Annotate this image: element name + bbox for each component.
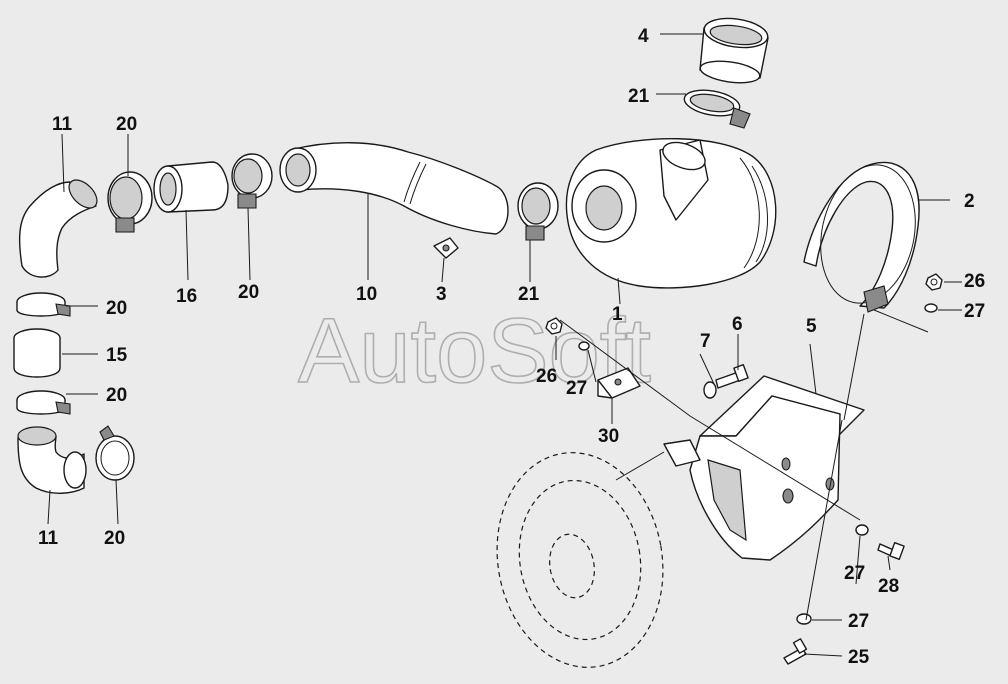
washer-27-center [578, 341, 590, 351]
washer-27-lower-2 [796, 613, 812, 625]
washer-27-right [924, 303, 938, 313]
label-28: 28 [878, 576, 899, 597]
clamp-21 [517, 182, 559, 241]
label-20-top-2: 20 [238, 282, 259, 303]
label-25: 25 [848, 647, 870, 668]
label-21-top: 21 [628, 86, 650, 107]
elbow-hose-lower [17, 426, 87, 494]
rubber-boot-4 [699, 17, 769, 84]
label-26-right: 26 [964, 271, 985, 292]
label-27-lower-1: 27 [844, 563, 865, 584]
bracket-5 [663, 375, 865, 561]
nut-26-right [925, 273, 943, 291]
washer-27-lower-1 [855, 524, 869, 536]
bracket-30 [597, 367, 641, 399]
label-7: 7 [700, 331, 711, 352]
label-3: 3 [436, 284, 447, 305]
label-1: 1 [612, 304, 623, 325]
sleeve-15 [13, 328, 61, 378]
label-20-left-2: 20 [106, 385, 127, 406]
label-27-lower-2: 27 [848, 611, 869, 632]
bolt-6 [715, 364, 749, 389]
sleeve-16 [153, 161, 229, 213]
clamp-top-1 [107, 171, 153, 233]
air-cleaner-1 [565, 137, 777, 289]
label-27-right: 27 [964, 301, 985, 322]
clamp-open [95, 425, 135, 481]
nut-26-center [545, 317, 563, 335]
clamp-21-top [683, 89, 751, 129]
label-20-top-1: 20 [116, 114, 137, 135]
clamp-left-2 [16, 390, 71, 415]
bolt-28 [877, 542, 905, 560]
clamp-top-2 [231, 153, 273, 209]
clip-3 [433, 237, 459, 259]
label-21-mid: 21 [518, 284, 540, 305]
label-16: 16 [176, 286, 197, 307]
label-15: 15 [106, 345, 128, 366]
mounting-band-2 [803, 161, 920, 313]
elbow-hose-upper [18, 179, 98, 278]
hose-10 [279, 142, 509, 235]
clamp-left-1 [16, 292, 71, 317]
bolt-25 [783, 638, 808, 665]
washer-7 [703, 381, 717, 399]
label-26-center: 26 [536, 366, 557, 387]
leader-lines [47, 33, 962, 657]
label-11-top: 11 [52, 114, 73, 135]
label-2: 2 [964, 191, 975, 212]
watermark: AutoSoft [298, 300, 651, 402]
part-labels: 11 20 16 20 10 3 21 1 4 21 2 20 15 20 11… [38, 26, 985, 668]
label-10: 10 [356, 284, 377, 305]
label-11-bottom: 11 [38, 528, 59, 549]
label-27-center: 27 [566, 378, 587, 399]
label-20-bottom: 20 [104, 528, 125, 549]
label-30: 30 [598, 426, 619, 447]
label-20-left-1: 20 [106, 298, 127, 319]
label-6: 6 [732, 314, 743, 335]
flywheel-outline [496, 452, 664, 668]
label-5: 5 [806, 316, 817, 337]
label-4: 4 [638, 26, 649, 47]
